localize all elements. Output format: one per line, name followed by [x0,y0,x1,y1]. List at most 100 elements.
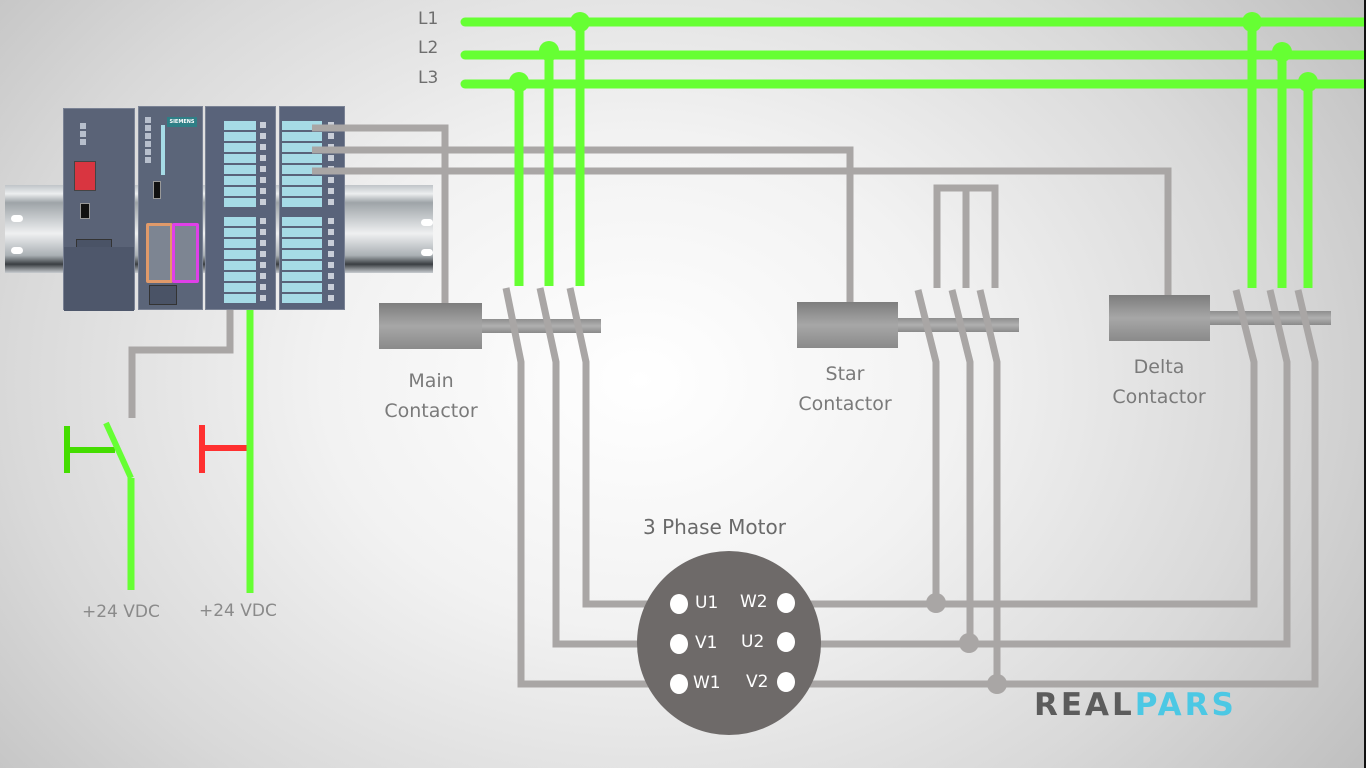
junction-dot [509,72,529,92]
motor-title: 3 Phase Motor [643,515,786,539]
io-led [260,251,266,257]
io-channel-strip [224,272,256,281]
io-led [328,284,334,290]
power-switch [80,203,90,219]
frame-edge [1364,0,1366,768]
junction-dot [570,12,590,32]
terminal-v1[interactable] [670,634,688,654]
io-channel-strip [224,283,256,292]
main-contact-u1 [566,287,660,608]
io-led [260,122,266,128]
terminal-u1[interactable] [670,594,688,614]
terminal-label-w2: W2 [740,592,768,612]
io-led [260,295,266,301]
io-led [328,273,334,279]
io-channel-strip [282,121,322,130]
io-led [260,284,266,290]
io-led [260,240,266,246]
plc-cpu: SIEMENS [138,106,203,310]
io-channel-strip [224,165,256,174]
io-channel-strip [282,187,322,196]
wire-output-star-coil [312,146,854,304]
terminal-w1[interactable] [670,674,688,694]
terminal-v2[interactable] [777,672,795,692]
voltage-selector [74,161,96,191]
label-line: Contactor [1112,386,1206,408]
io-channel-strip [224,187,256,196]
phase-label-l1: L1 [418,9,439,29]
wire-output-delta-coil [312,167,1172,297]
star-contactor-coil [797,302,898,348]
terminal-label-u1: U1 [695,593,719,613]
io-led [328,229,334,235]
label-line: Main [408,370,454,392]
realpars-logo: REALPARS [1034,687,1237,723]
io-led [328,218,334,224]
io-led [260,199,266,205]
star-contactor [797,289,1019,684]
main-contactor-bar [482,319,601,333]
io-led [260,133,266,139]
main-contact-v1 [536,287,660,648]
io-channel-strip [282,176,322,185]
junction-dot [1242,12,1262,32]
delta-contact-u2 [790,289,1291,648]
io-channel-strip [224,239,256,248]
io-channel-strip [224,250,256,259]
wire-start-input [128,310,234,418]
start-supply-label: +24 VDC [82,602,160,622]
io-channel-strip [282,239,322,248]
io-led [260,218,266,224]
io-channel-strip [224,176,256,185]
io-led [328,295,334,301]
logo-part-real: REAL [1034,687,1135,723]
io-led [260,188,266,194]
rail-hole [11,215,23,222]
io-led [328,133,334,139]
delta-contactor-label: Delta Contactor [1100,352,1218,412]
io-led [328,177,334,183]
phase-label-l3: L3 [418,68,439,88]
io-channel-strip [224,132,256,141]
junction-dot [1272,42,1292,62]
label-line: Contactor [798,393,892,415]
dp-port [172,223,199,283]
io-channel-strip [282,228,322,237]
main-contactor-label: Main Contactor [372,366,490,426]
star-contact-1 [914,289,940,604]
io-channel-strip [282,294,322,303]
terminal-w2[interactable] [777,593,795,613]
io-led [328,262,334,268]
io-channel-strip [282,154,322,163]
plc-power-supply [63,108,135,311]
io-led [260,166,266,172]
io-channel-strip [282,198,322,207]
run-stop-switch [153,181,161,199]
stop-supply-label: +24 VDC [199,601,277,621]
terminal-label-u2: U2 [741,632,765,652]
star-contactor-label: Star Contactor [786,359,904,419]
rail-hole [421,219,433,226]
label-line: Contactor [384,400,478,422]
terminal-label-w1: W1 [693,673,721,693]
plc-digital-output-module [279,106,345,310]
io-channel-strip [224,228,256,237]
start-push-button[interactable] [64,421,135,590]
terminal-label-v1: V1 [695,633,718,653]
io-channel-strip [224,294,256,303]
io-led [328,251,334,257]
logo-part-pars: PARS [1134,687,1237,723]
io-led [260,229,266,235]
phase-label-l2: L2 [418,38,439,58]
stop-push-button[interactable] [199,425,248,473]
io-channel-strip [224,261,256,270]
plc-digital-input-module [205,106,276,310]
junction-dot [987,674,1007,694]
terminal-label-v2: V2 [746,672,769,692]
delta-contact-w2 [790,289,1258,608]
io-led [328,188,334,194]
terminal-u2[interactable] [777,632,795,652]
star-point-bridge [933,184,999,288]
io-led [328,155,334,161]
